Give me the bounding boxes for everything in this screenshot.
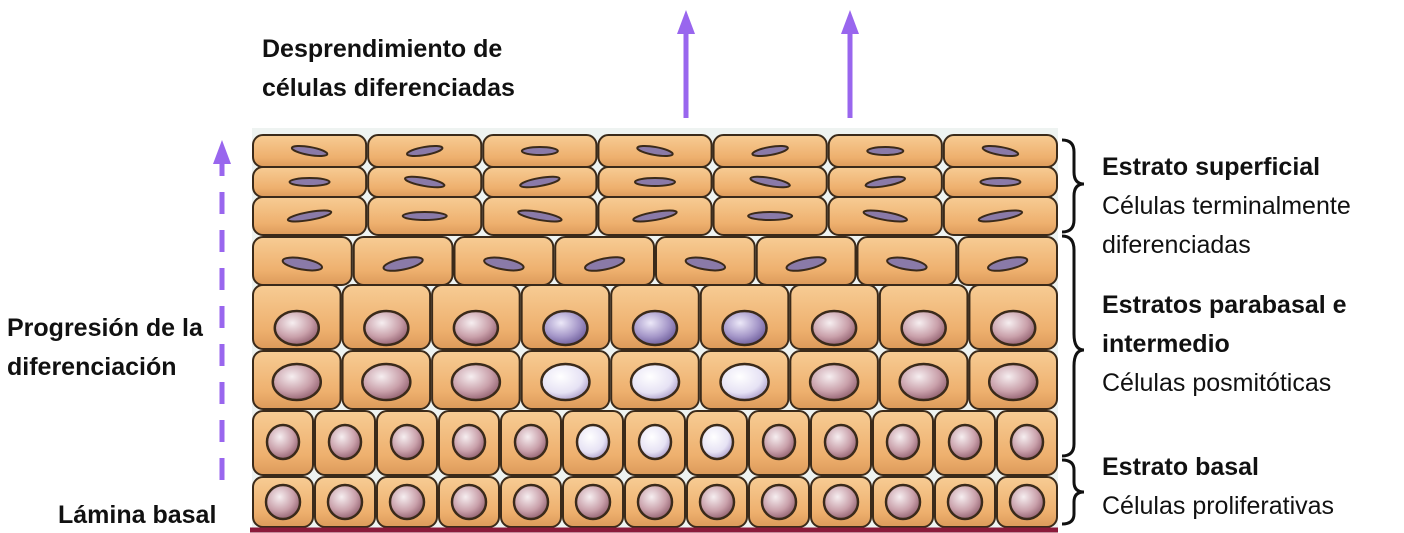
cell-nucleus bbox=[453, 425, 485, 459]
epithelial-cells bbox=[253, 135, 1057, 527]
cell-nucleus bbox=[639, 425, 671, 459]
cell-nucleus bbox=[514, 485, 548, 519]
layer-description: Células terminalmente bbox=[1102, 187, 1351, 226]
cell-nucleus bbox=[390, 485, 424, 519]
shedding-label: Desprendimiento de células diferenciadas bbox=[262, 30, 515, 108]
cell-nucleus bbox=[452, 364, 500, 400]
cell-nucleus bbox=[362, 364, 410, 400]
cell-nucleus bbox=[991, 311, 1035, 345]
layer-title: Estratos parabasal e bbox=[1102, 286, 1347, 325]
cell-nucleus bbox=[721, 364, 769, 400]
cell-nucleus bbox=[638, 485, 672, 519]
cell-nucleus bbox=[900, 364, 948, 400]
cell-nucleus bbox=[543, 311, 587, 345]
progression-arrow bbox=[213, 140, 231, 480]
cell-nucleus bbox=[825, 425, 857, 459]
layer-title: Estrato basal bbox=[1102, 448, 1334, 487]
cell-nucleus bbox=[275, 311, 319, 345]
cell-nucleus bbox=[364, 311, 408, 345]
layer-title: Estrato superficial bbox=[1102, 148, 1351, 187]
progression-label: Progresión de la diferenciación bbox=[7, 309, 203, 387]
layer-basal: Estrato basal Células proliferativas bbox=[1102, 448, 1334, 526]
layer-description: Células posmitóticas bbox=[1102, 364, 1347, 403]
cell-nucleus bbox=[887, 425, 919, 459]
layer-title: intermedio bbox=[1102, 325, 1347, 364]
cell-nucleus bbox=[633, 311, 677, 345]
cell-nucleus bbox=[576, 485, 610, 519]
cell-nucleus bbox=[452, 485, 486, 519]
flattened-nucleus bbox=[867, 147, 903, 155]
progression-label-line: Progresión de la bbox=[7, 309, 203, 348]
cell-nucleus bbox=[391, 425, 423, 459]
cell-nucleus bbox=[886, 485, 920, 519]
cell-nucleus bbox=[989, 364, 1037, 400]
flattened-nucleus bbox=[980, 178, 1020, 186]
cell-nucleus bbox=[762, 485, 796, 519]
layer-description: Células proliferativas bbox=[1102, 487, 1334, 526]
flattened-nucleus bbox=[748, 212, 792, 220]
cell-nucleus bbox=[810, 364, 858, 400]
basal-lamina-label: Lámina basal bbox=[58, 496, 216, 533]
cell-nucleus bbox=[948, 485, 982, 519]
flattened-nucleus bbox=[403, 212, 447, 220]
layer-description: diferenciadas bbox=[1102, 226, 1351, 265]
layer-parabasal-intermediate: Estratos parabasal e intermedio Células … bbox=[1102, 286, 1347, 403]
shedding-arrow bbox=[841, 10, 859, 118]
shedding-label-line: Desprendimiento de bbox=[262, 30, 515, 69]
cell-nucleus bbox=[454, 311, 498, 345]
cell-nucleus bbox=[723, 311, 767, 345]
cell-nucleus bbox=[328, 485, 362, 519]
cell-nucleus bbox=[902, 311, 946, 345]
flattened-nucleus bbox=[635, 178, 675, 186]
layer-superficial: Estrato superficial Células terminalment… bbox=[1102, 148, 1351, 265]
cell-nucleus bbox=[701, 425, 733, 459]
cell-nucleus bbox=[824, 485, 858, 519]
brace-parabasal bbox=[1062, 236, 1084, 456]
shedding-label-line: células diferenciadas bbox=[262, 69, 515, 108]
brace-basal bbox=[1062, 460, 1084, 524]
shedding-arrow bbox=[677, 10, 695, 118]
cell-nucleus bbox=[949, 425, 981, 459]
cell-nucleus bbox=[541, 364, 589, 400]
cell-nucleus bbox=[273, 364, 321, 400]
cell-nucleus bbox=[631, 364, 679, 400]
flattened-nucleus bbox=[290, 178, 330, 186]
cell-nucleus bbox=[1011, 425, 1043, 459]
cell-nucleus bbox=[577, 425, 609, 459]
flattened-nucleus bbox=[522, 147, 558, 155]
cell-nucleus bbox=[329, 425, 361, 459]
cell-nucleus bbox=[267, 425, 299, 459]
cell-nucleus bbox=[1010, 485, 1044, 519]
brace-superficial bbox=[1062, 140, 1084, 232]
cell-nucleus bbox=[266, 485, 300, 519]
cell-nucleus bbox=[515, 425, 547, 459]
progression-label-line: diferenciación bbox=[7, 348, 203, 387]
cell-nucleus bbox=[700, 485, 734, 519]
cell-nucleus bbox=[763, 425, 795, 459]
cell-nucleus bbox=[812, 311, 856, 345]
